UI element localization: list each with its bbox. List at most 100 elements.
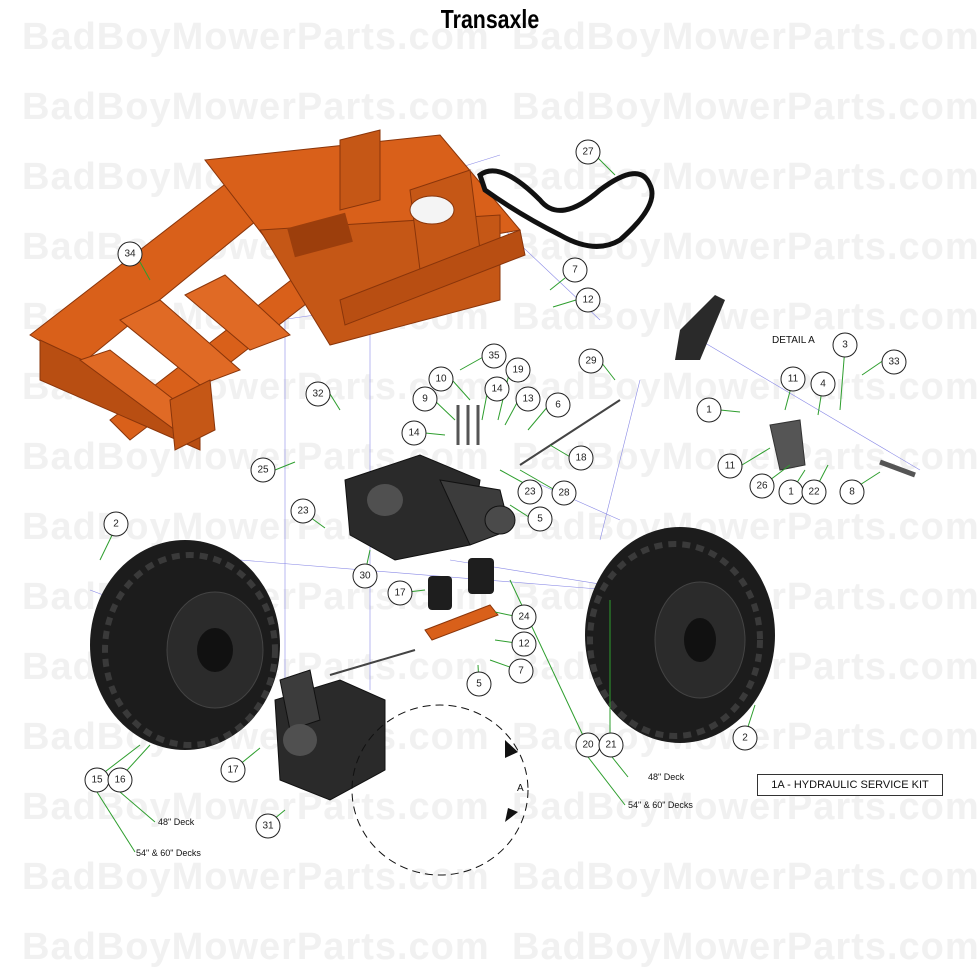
detail-lever (769, 419, 806, 471)
callout-bubble[interactable]: 16 (107, 767, 133, 793)
service-kit-box: 1A - HYDRAULIC SERVICE KIT (757, 774, 943, 796)
callout-bubble[interactable]: 26 (749, 473, 775, 499)
callout-bubble[interactable]: 23 (290, 498, 316, 524)
callout-bubble[interactable]: 23 (517, 479, 543, 505)
svg-text:3: 3 (842, 340, 848, 351)
callout-bubble[interactable]: 13 (515, 386, 541, 412)
svg-text:31: 31 (262, 821, 274, 832)
page-title: Transaxle (440, 4, 540, 34)
frame-assembly (29, 129, 526, 451)
callout-bubble[interactable]: 17 (220, 757, 246, 783)
control-rod (519, 399, 621, 466)
callout-bubble[interactable]: 21 (598, 732, 624, 758)
isolator (428, 576, 452, 610)
svg-text:2: 2 (742, 733, 748, 744)
watermark: BadBoyMowerParts.com (22, 716, 490, 758)
watermark: BadBoyMowerParts.com (22, 86, 490, 128)
callout-bubble[interactable]: 1 (778, 479, 804, 505)
callout-bubble[interactable]: 4 (810, 371, 836, 397)
callout-bubble[interactable]: 22 (801, 479, 827, 505)
callout-bubble[interactable]: 25 (250, 457, 276, 483)
callout-bubble[interactable]: 10 (428, 366, 454, 392)
callout-bubble[interactable]: 5 (527, 506, 553, 532)
lower-transaxle (274, 669, 386, 801)
detail-bracket (675, 295, 725, 360)
watermark: BadBoyMowerParts.com (512, 506, 980, 548)
svg-text:20: 20 (582, 740, 594, 751)
detail-a-circle (351, 704, 529, 876)
callout-bubble[interactable]: 15 (84, 767, 110, 793)
svg-text:1: 1 (706, 405, 712, 416)
callout-bubble[interactable]: 1 (696, 397, 722, 423)
svg-text:26: 26 (756, 481, 768, 492)
callout-bubble[interactable]: 24 (511, 604, 537, 630)
callout-bubble[interactable]: 32 (305, 381, 331, 407)
callout-bubble[interactable]: 33 (881, 349, 907, 375)
callout-bubble[interactable]: 6 (545, 392, 571, 418)
callout-bubble[interactable]: 17 (387, 580, 413, 606)
svg-text:33: 33 (888, 357, 900, 368)
detail-arrow-icon (505, 740, 518, 758)
callout-bubble[interactable]: 27 (575, 139, 601, 165)
callout-bubble[interactable]: 34 (117, 241, 143, 267)
callout-bubble[interactable]: 35 (481, 343, 507, 369)
svg-text:34: 34 (124, 249, 136, 260)
left-tire (90, 540, 280, 750)
watermark: BadBoyMowerParts.com (22, 16, 490, 58)
svg-text:17: 17 (394, 588, 406, 599)
callout-bubble[interactable]: 31 (255, 813, 281, 839)
svg-text:35: 35 (488, 351, 500, 362)
svg-text:4: 4 (820, 379, 826, 390)
callout-bubble[interactable]: 3 (832, 332, 858, 358)
svg-text:29: 29 (585, 356, 597, 367)
svg-text:21: 21 (605, 740, 617, 751)
svg-text:23: 23 (524, 487, 536, 498)
note-48-right: 48" Deck (648, 772, 685, 782)
callout-bubble[interactable]: 7 (562, 257, 588, 283)
callout-bubble[interactable]: 30 (352, 563, 378, 589)
svg-text:22: 22 (808, 487, 820, 498)
detail-a-label: DETAIL A (772, 335, 815, 346)
callout-bubble[interactable]: 8 (839, 479, 865, 505)
svg-text:7: 7 (518, 666, 524, 677)
callout-bubble[interactable]: 20 (575, 732, 601, 758)
callout-bubble[interactable]: 2 (103, 511, 129, 537)
isolator (468, 558, 494, 594)
svg-text:2: 2 (113, 519, 119, 530)
callout-bubble[interactable]: 2 (732, 725, 758, 751)
svg-text:25: 25 (257, 465, 269, 476)
callout-bubbles: 27 34 7 12 35 10 19 14 13 6 9 14 32 18 2… (84, 139, 907, 839)
callout-bubble[interactable]: 12 (575, 287, 601, 313)
callout-bubble[interactable]: 14 (401, 420, 427, 446)
svg-text:18: 18 (575, 453, 587, 464)
note-5460-right: 54" & 60" Decks (628, 800, 693, 810)
mount-plate (424, 604, 499, 641)
callout-bubble[interactable]: 19 (505, 357, 531, 383)
svg-text:19: 19 (512, 365, 524, 376)
watermark: BadBoyMowerParts.com (512, 86, 980, 128)
callout-bubble[interactable]: 29 (578, 348, 604, 374)
detail-arrow-icon (505, 808, 518, 822)
callout-bubble[interactable]: 11 (717, 453, 743, 479)
pin (879, 459, 916, 478)
note-48-left: 48" Deck (158, 817, 195, 827)
svg-text:11: 11 (725, 461, 736, 472)
callout-bubble[interactable]: 18 (568, 445, 594, 471)
svg-text:13: 13 (522, 394, 534, 405)
svg-text:17: 17 (227, 765, 239, 776)
svg-text:23: 23 (297, 506, 309, 517)
callout-bubble[interactable]: 12 (511, 631, 537, 657)
svg-text:24: 24 (518, 612, 530, 623)
callout-bubble[interactable]: 11 (780, 366, 806, 392)
svg-text:27: 27 (582, 147, 594, 158)
callout-bubble[interactable]: 28 (551, 480, 577, 506)
svg-text:32: 32 (312, 389, 324, 400)
callout-bubble[interactable]: 7 (508, 658, 534, 684)
watermark: BadBoyMowerParts.com (22, 856, 490, 898)
svg-text:10: 10 (435, 374, 447, 385)
svg-text:15: 15 (91, 775, 103, 786)
callout-bubble[interactable]: 14 (484, 376, 510, 402)
callout-bubble[interactable]: 9 (412, 386, 438, 412)
callout-bubble[interactable]: 5 (466, 671, 492, 697)
